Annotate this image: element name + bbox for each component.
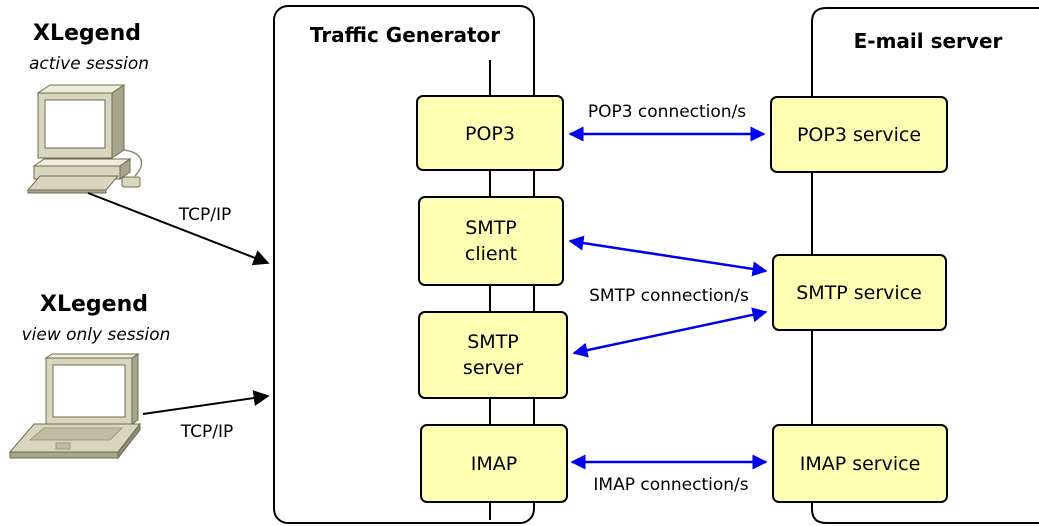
view-only-client-title: XLegend [40, 292, 148, 317]
view-only-client-subtitle: view only session [22, 325, 171, 345]
pop3-service-label: POP3 service [797, 124, 921, 146]
active-client-title: XLegend [33, 21, 141, 46]
pop3-connection-label: POP3 connection/s [588, 102, 746, 122]
traffic-generator-title: Traffic Generator [310, 23, 500, 47]
smtp-server-label-line2: server [463, 357, 523, 379]
smtp-connection-label: SMTP connection/s [589, 286, 749, 306]
active-client-subtitle: active session [29, 54, 149, 74]
email-server-title: E-mail server [854, 29, 1003, 53]
smtp-client-module: SMTP client [418, 196, 564, 286]
view-only-client-link-label: TCP/IP [180, 422, 234, 442]
pop3-service-box: POP3 service [770, 96, 948, 173]
smtp-server-label-line1: SMTP [467, 331, 519, 353]
email-server-panel: E-mail server POP3 service SMTP service … [770, 7, 1039, 524]
imap-service-box: IMAP service [772, 424, 948, 503]
traffic-generator-panel: Traffic Generator POP3 SMTP client SMTP … [273, 5, 568, 524]
smtp-connection: SMTP connection/s [568, 235, 768, 358]
pop3-module: POP3 [416, 95, 564, 171]
smtp-server-connection-arrow [572, 307, 768, 358]
smtp-client-connection-arrow [568, 235, 768, 277]
smtp-client-label-line1: SMTP [465, 217, 517, 239]
desktop-computer-icon [26, 84, 143, 194]
view-only-session-client: XLegend view only session TCP/IP [8, 292, 270, 460]
pop3-module-label: POP3 [465, 123, 515, 145]
active-client-link-label: TCP/IP [178, 205, 232, 225]
imap-module: IMAP [420, 424, 568, 503]
smtp-service-box: SMTP service [772, 254, 947, 331]
imap-module-label: IMAP [471, 453, 517, 475]
active-session-client: XLegend active session TCP/IP [26, 21, 270, 266]
pop3-connection: POP3 connection/s [568, 102, 766, 142]
smtp-client-label-line2: client [465, 243, 517, 265]
smtp-server-module: SMTP server [418, 311, 568, 399]
smtp-service-label: SMTP service [796, 282, 922, 304]
laptop-computer-icon [8, 353, 142, 460]
imap-service-label: IMAP service [800, 453, 921, 475]
active-client-link [87, 192, 270, 266]
imap-connection: IMAP connection/s [570, 454, 768, 495]
view-only-client-link [142, 390, 270, 415]
imap-connection-label: IMAP connection/s [593, 475, 748, 495]
